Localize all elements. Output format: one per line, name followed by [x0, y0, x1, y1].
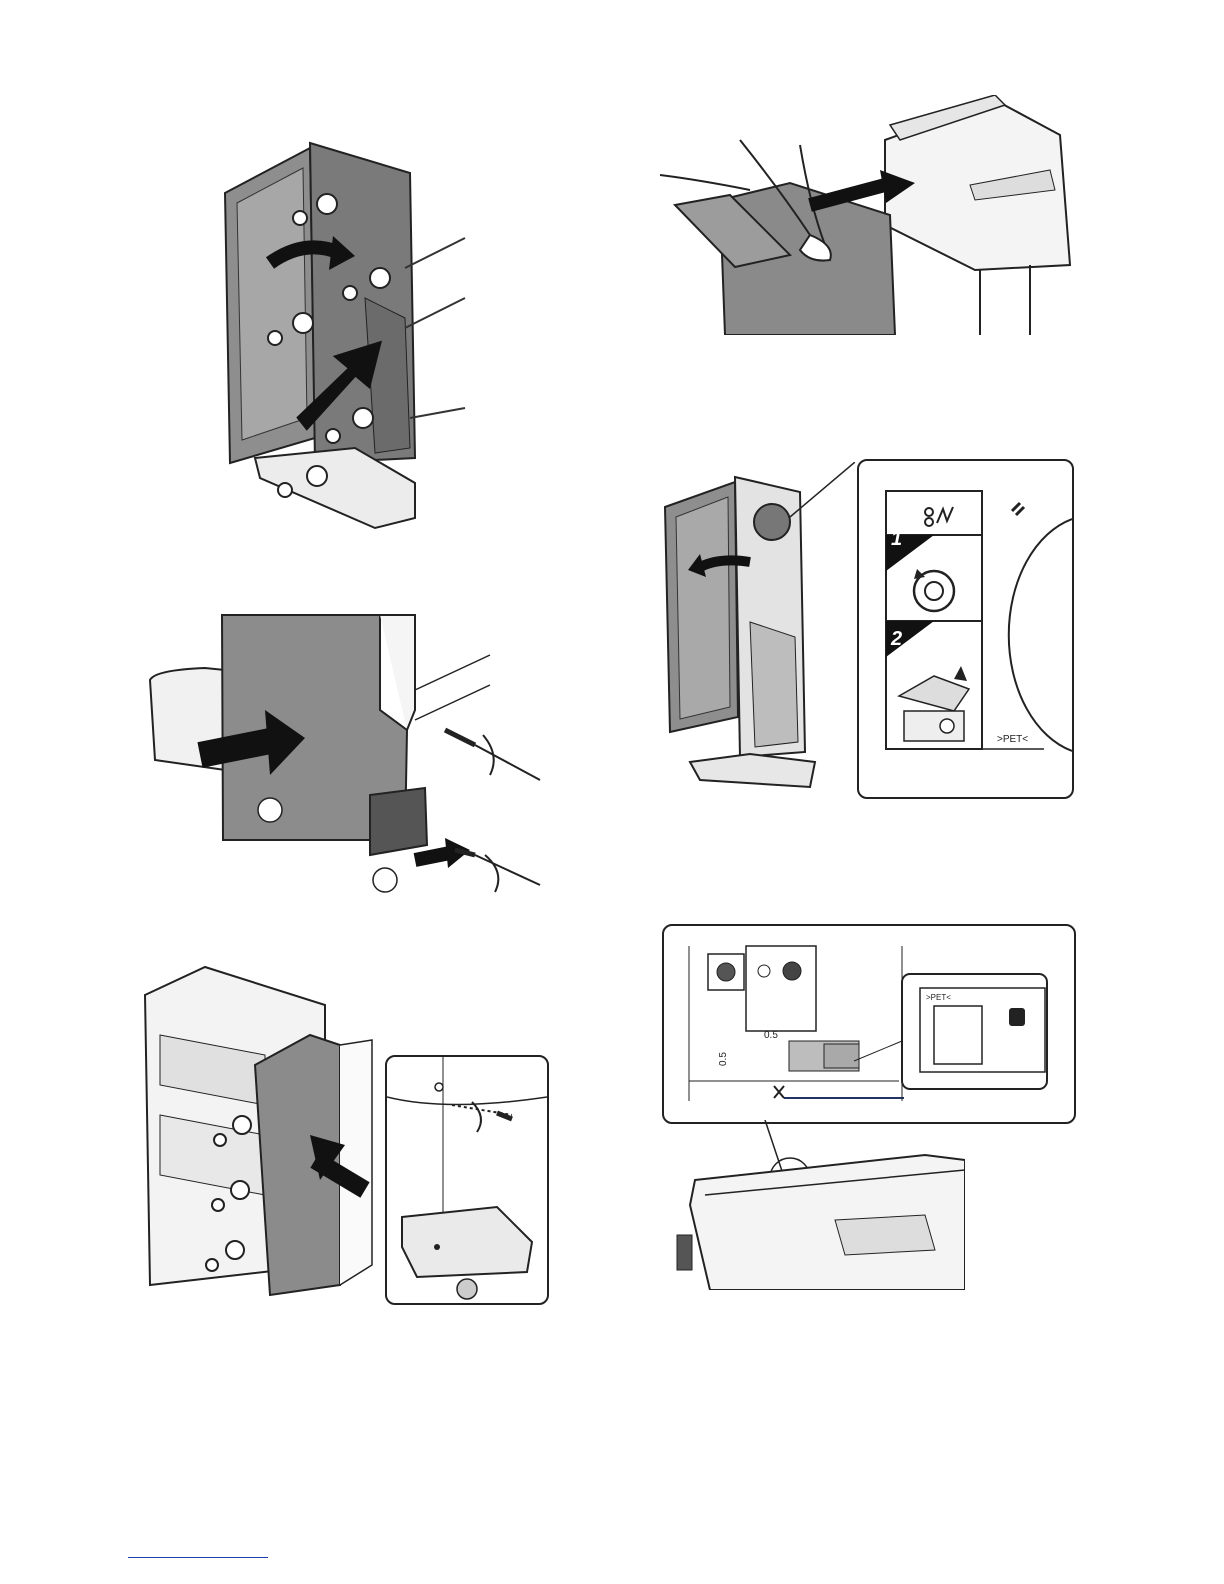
scale-label-top: 0.5: [764, 1030, 778, 1041]
figure-finisher-door-open: [660, 462, 855, 792]
inset-scale-position: >PET< 0.5 0.5: [662, 924, 1076, 1124]
step-number-1: 1: [891, 528, 902, 550]
figure-rail-screws: [145, 610, 545, 900]
pet-mark-scale: >PET<: [926, 993, 951, 1002]
figure-copier-top: [665, 1120, 965, 1290]
inset-screw-detail: [385, 1055, 549, 1305]
scale-label-side: 0.5: [718, 1052, 729, 1066]
pet-mark: >PET<: [997, 734, 1028, 745]
step-number-2: 2: [890, 628, 902, 650]
figure-finisher-side-cover: [140, 965, 380, 1300]
figure-finisher-cover-screws: [215, 118, 475, 548]
figure-attach-finisher: [660, 95, 1080, 335]
footer-line: [128, 1557, 268, 1558]
inset-instruction-label: 1 2 >PET<: [857, 459, 1074, 799]
